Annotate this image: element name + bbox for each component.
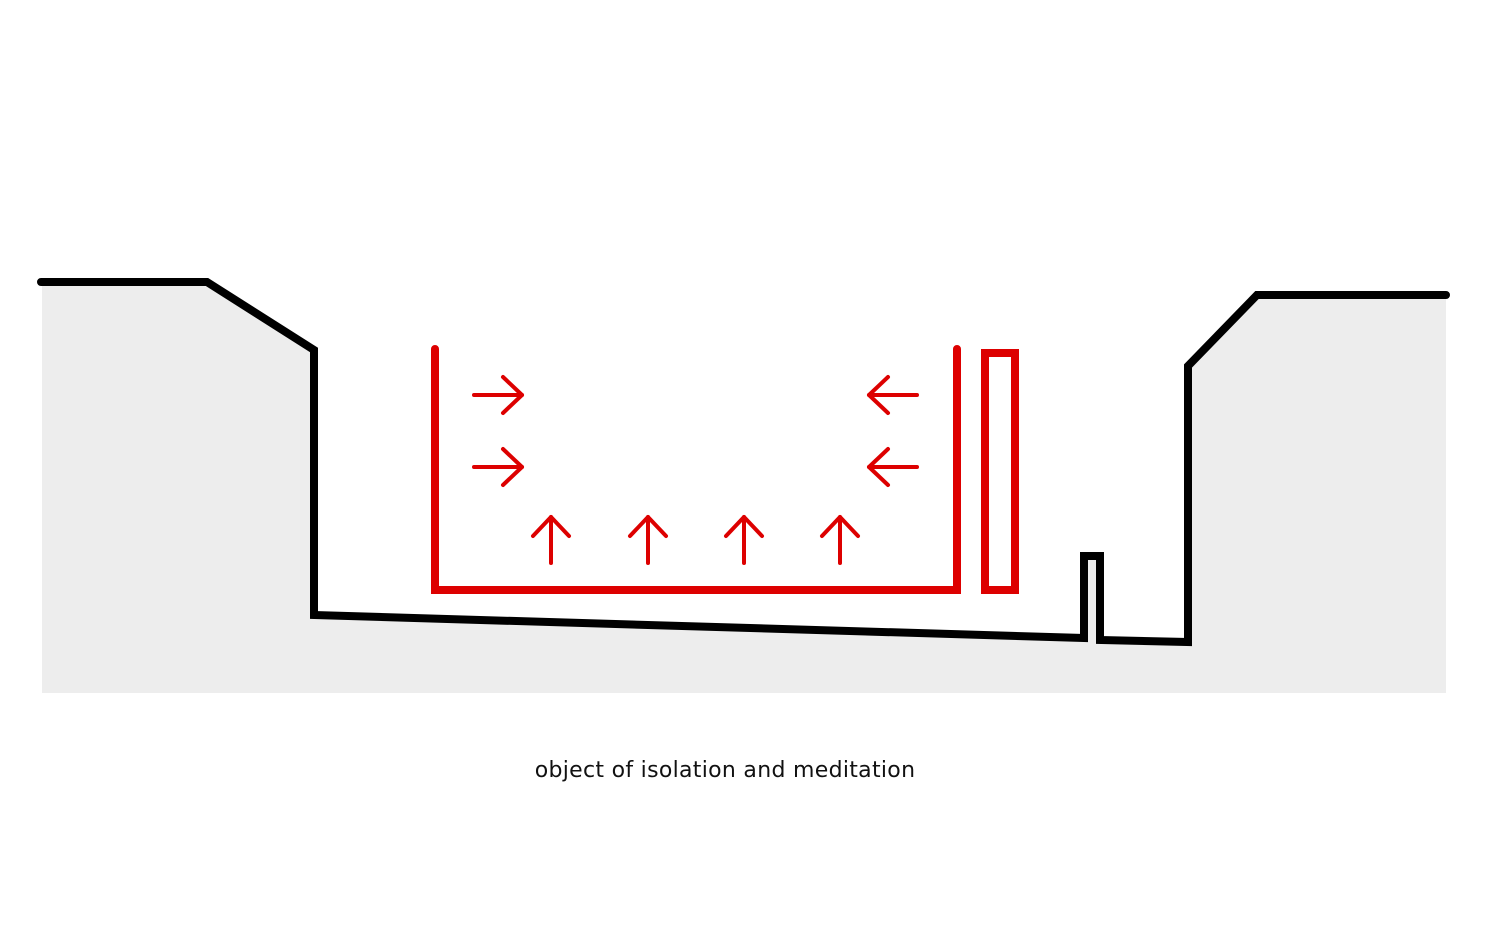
ground-fill: [42, 282, 1446, 693]
object-wall-panel: [981, 349, 1019, 594]
arrow-up-icon: [531, 515, 571, 565]
terrain-profile-line: [37, 278, 1450, 647]
arrow-left-icon: [867, 375, 919, 415]
arrow-right-icon: [472, 375, 524, 415]
object-container-outline: [431, 345, 961, 594]
arrow-up-icon: [628, 515, 668, 565]
arrow-up-icon: [724, 515, 764, 565]
arrow-up-icon: [820, 515, 860, 565]
diagram-caption: object of isolation and meditation: [534, 758, 916, 783]
arrow-right-icon: [472, 447, 524, 487]
arrow-left-icon: [867, 447, 919, 487]
